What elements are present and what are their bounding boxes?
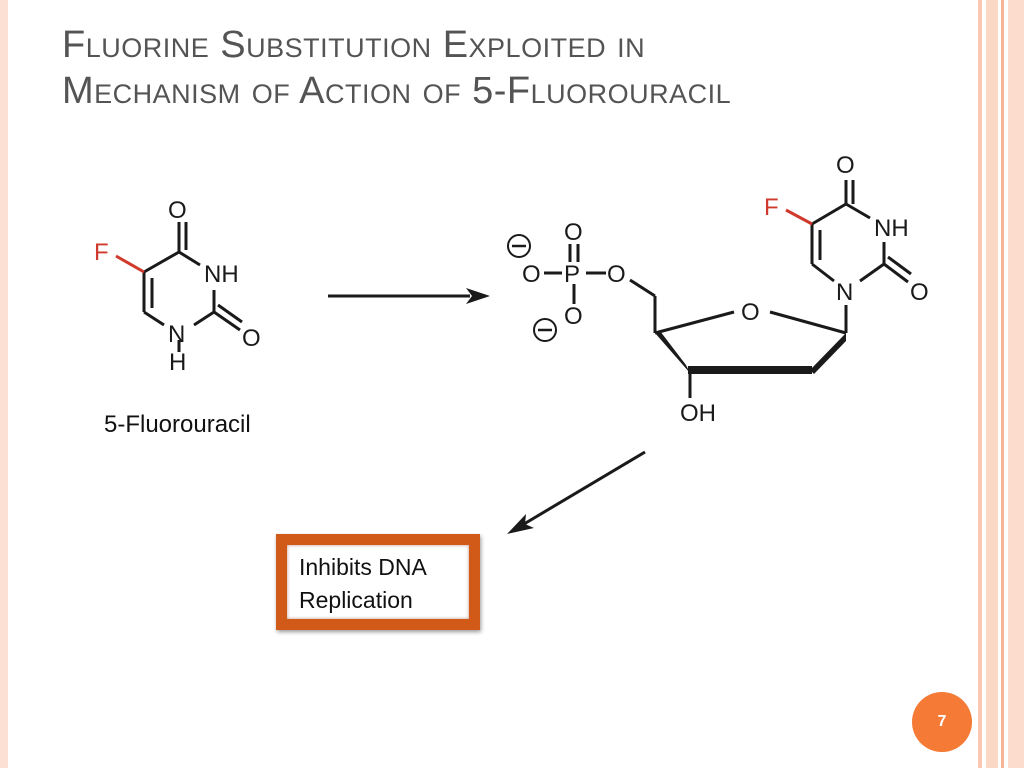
atom-p: P (564, 261, 580, 288)
result-box: Inhibits DNA Replication (276, 534, 480, 630)
sugar-ring (654, 310, 847, 398)
atom-o-top: O (168, 197, 187, 224)
atom-h: H (169, 349, 186, 376)
wedge-c2-c1 (810, 333, 846, 374)
bond-base-c6-n1 (811, 262, 835, 283)
fluorouracil-base (810, 180, 912, 284)
title-line-1: Fluorine Substitution Exploited in (62, 24, 646, 66)
bond-base-c2-o-double (887, 255, 912, 276)
wedge-c4-c3 (655, 331, 690, 373)
result-text: Inhibits DNA Replication (299, 551, 479, 617)
fluorouracil-label: 5-Fluorouracil (104, 411, 251, 438)
atom-n: N (168, 321, 185, 348)
bond-base-n1-c2 (859, 262, 885, 283)
bond-base-c-f (785, 208, 813, 226)
atom-base-nh: NH (874, 215, 909, 242)
atom-o-right: O (242, 325, 261, 352)
bond-c4-c5 (143, 250, 180, 274)
right-stripe-2 (986, 0, 998, 768)
page-number: 7 (937, 713, 947, 730)
reaction-arrow (328, 288, 490, 304)
bond-c2-o (213, 310, 241, 332)
bond-o-c1 (769, 310, 847, 335)
atom-base-f: F (764, 194, 779, 221)
atom-oh: OH (680, 400, 716, 427)
bond-base-c2-o (883, 262, 909, 284)
phosphate-group (544, 244, 657, 333)
charge-circle-1 (507, 234, 531, 258)
atom-nh: NH (204, 261, 239, 288)
bold-bond-c3-c2 (688, 366, 812, 374)
atom-base-o-right: O (910, 279, 929, 306)
atom-f: F (94, 239, 109, 266)
atom-o-ring: O (741, 299, 760, 326)
bond-c6-n1 (143, 310, 165, 327)
right-stripe-1 (978, 0, 982, 768)
right-stripe-4 (1008, 0, 1024, 768)
atom-p-o-top: O (564, 219, 583, 246)
bond-c4-o (654, 310, 735, 335)
bond-c-f (115, 254, 145, 274)
bond-n3-c4 (178, 250, 201, 267)
bond-o-ch2 (629, 278, 656, 298)
atom-p-o-right: O (607, 261, 626, 288)
result-line-2: Replication (299, 587, 413, 613)
bond-base-c4-c5 (811, 202, 847, 226)
title-line-2: Mechanism of Action of 5-Fluorouracil (62, 70, 732, 112)
left-stripe (0, 0, 8, 768)
atom-base-o-top: O (836, 152, 855, 179)
page-number-badge: 7 (912, 692, 972, 752)
bond-n1-c2 (193, 310, 215, 327)
atom-base-n: N (836, 279, 853, 306)
atom-p-o-bottom: O (564, 303, 583, 330)
bond-base-n3-c4 (845, 202, 871, 220)
atom-p-o-left: O (522, 261, 541, 288)
inhibition-arrow (507, 450, 646, 534)
charge-circle-2 (533, 318, 557, 342)
slide-title: Fluorine Substitution Exploited in Mecha… (62, 22, 942, 114)
bond-c2-o-double (217, 303, 243, 324)
result-line-1: Inhibits DNA (299, 554, 427, 580)
right-stripe-3 (1001, 0, 1004, 768)
fluorouracil-structure (142, 222, 243, 352)
